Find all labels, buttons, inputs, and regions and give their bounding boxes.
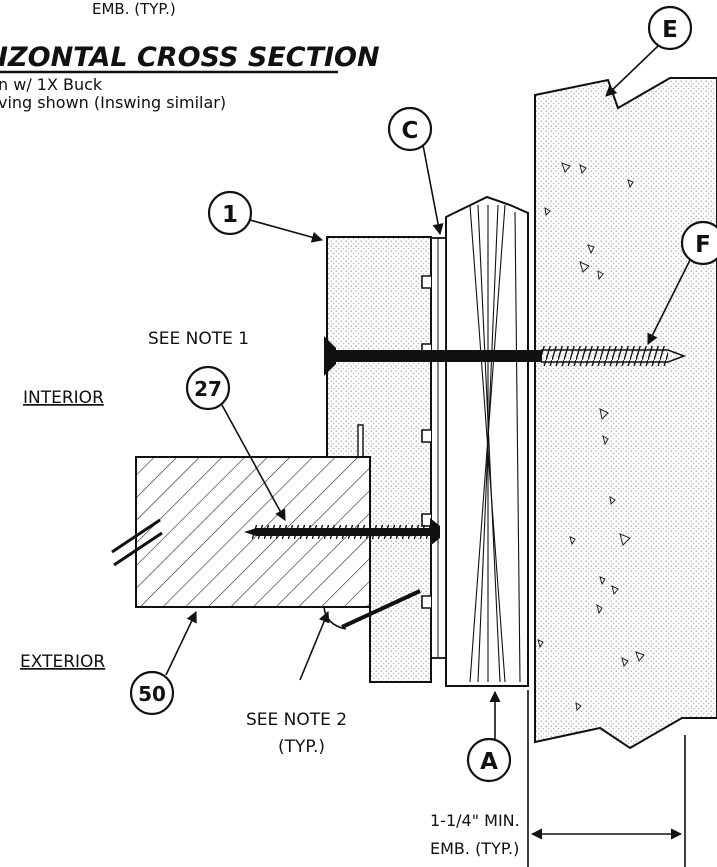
buck-grain [469,204,521,683]
hinge-screw-head [430,518,440,546]
callout-A-text: A [480,749,498,775]
callout-27: 27 [185,365,231,411]
callout-1: 1 [207,190,253,236]
typ-label: (TYP.) [278,737,325,757]
embed-label-1: 1-1/4" MIN. [430,811,520,830]
anchor-screw-thread [541,346,668,366]
weatherstrip-stop [357,424,364,458]
callout-50-text: 50 [138,682,166,706]
subtitle-line-2: ving shown (Inswing similar) [0,93,226,112]
break-lines [111,518,163,567]
callout-1-text: 1 [222,202,238,228]
callout-C: C [387,106,433,152]
callout-F-text: F [695,232,711,258]
callout-27-text: 27 [194,377,222,401]
callout-E: E [647,5,693,51]
see-note-1-label: SEE NOTE 1 [148,329,249,349]
callout-F: F [680,220,717,266]
concrete-wall [534,77,717,750]
see-note-2-label: SEE NOTE 2 [246,710,347,730]
concrete-aggregate [537,162,645,712]
callout-A: A [466,737,512,783]
section-title: IZONTAL CROSS SECTION [0,42,380,73]
top-fragment-text: EMB. (TYP.) [92,0,176,18]
anchor-screw-shank [336,350,542,362]
finish-nail [341,589,421,629]
subtitle-line-1: n w/ 1X Buck [0,75,103,94]
sealant-bead [323,606,347,630]
callout-C-text: C [402,118,419,144]
callout-E-text: E [662,17,678,43]
leader-lines [165,45,691,740]
embedment-dimension [527,690,686,867]
interior-label: INTERIOR [23,388,104,408]
exterior-label: EXTERIOR [20,652,105,672]
embed-label-2: EMB. (TYP.) [430,839,519,858]
anchor-screw-head [324,336,336,376]
callout-50: 50 [129,670,175,716]
